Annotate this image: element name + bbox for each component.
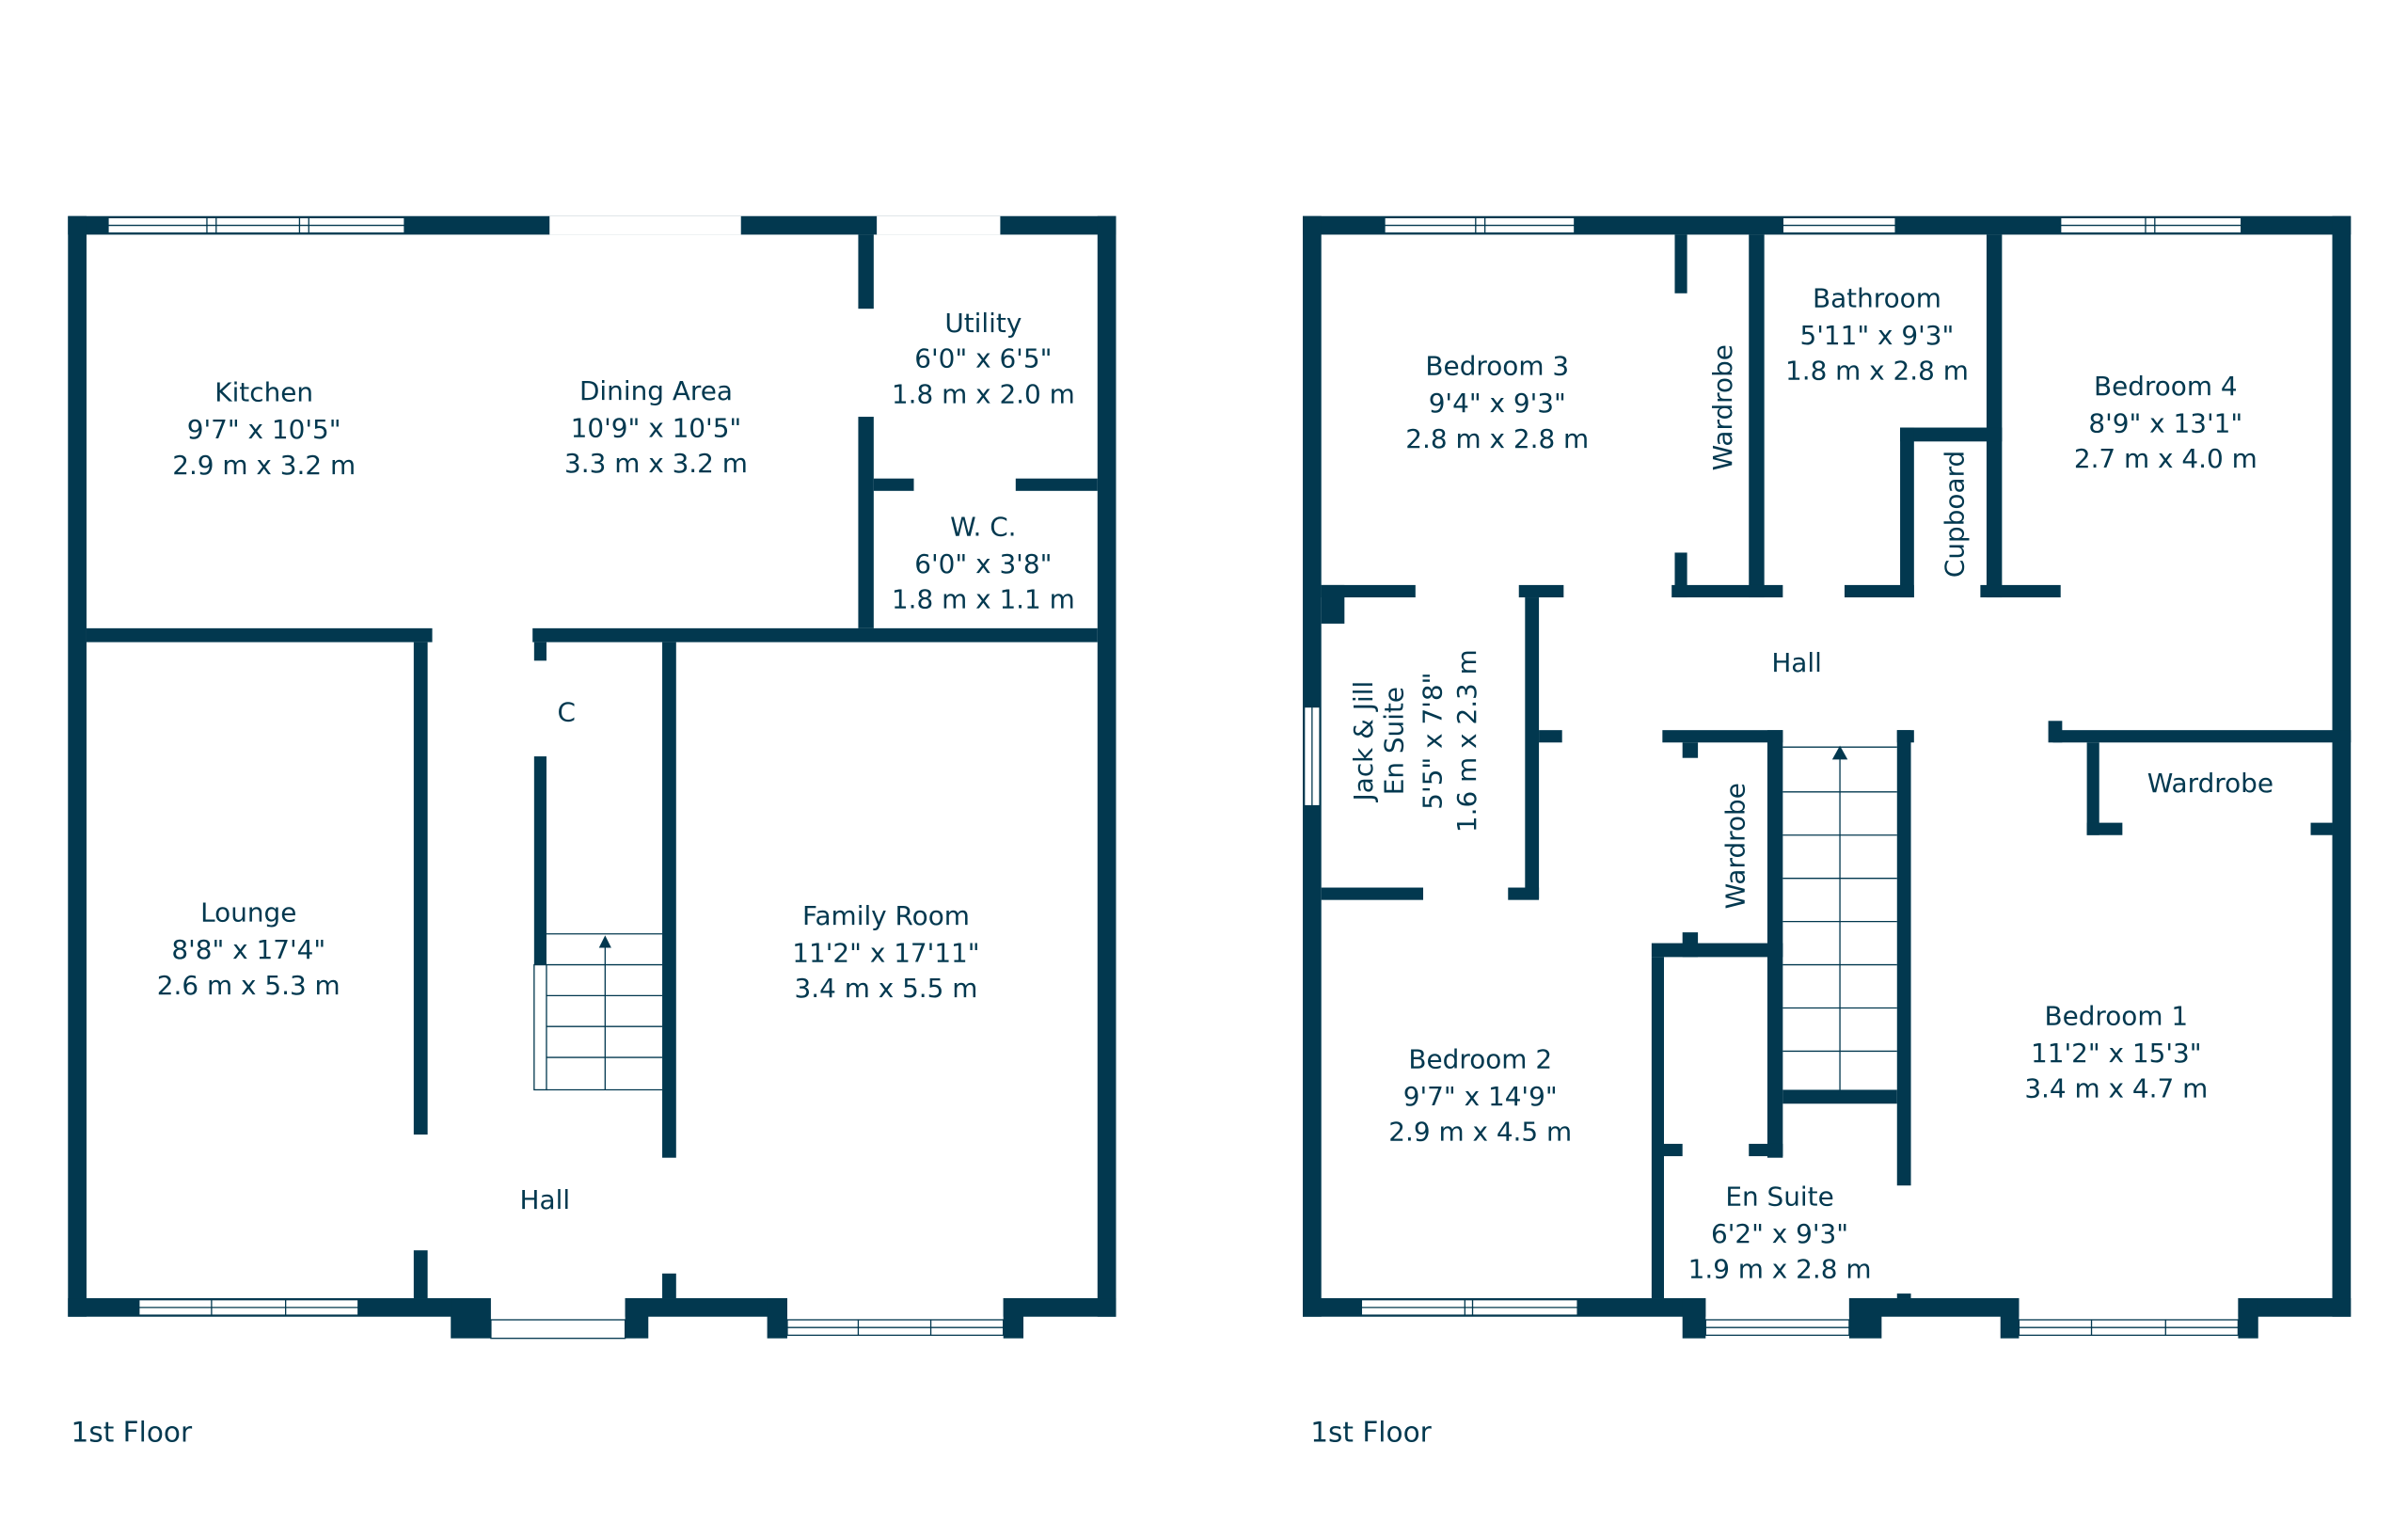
- svg-text:En Suite: En Suite: [1725, 1182, 1833, 1213]
- upper-floor-plan: Bedroom 3 9'4" x 9'3" 2.8 m x 2.8 m Bath…: [1303, 215, 2352, 1449]
- floor-label: 1st Floor: [1310, 1417, 1432, 1449]
- svg-text:5'11" x 9'3": 5'11" x 9'3": [1800, 320, 1955, 351]
- window: [2060, 216, 2242, 234]
- svg-text:3.4 m x 5.5 m: 3.4 m x 5.5 m: [795, 973, 978, 1004]
- room-lounge: Lounge 8'8" x 17'4" 2.6 m x 5.3 m: [157, 897, 341, 1001]
- svg-text:Lounge: Lounge: [200, 897, 296, 928]
- svg-text:10'9" x 10'5": 10'9" x 10'5": [571, 412, 742, 443]
- window: [1360, 1299, 1578, 1316]
- floor-label: 1st Floor: [71, 1417, 193, 1449]
- svg-text:Bathroom: Bathroom: [1813, 283, 1941, 314]
- staircase: [1782, 745, 1897, 1090]
- room-wc: W. C. 6'0" x 3'8" 1.8 m x 1.1 m: [892, 511, 1075, 614]
- room-cupboard: Cupboard: [1939, 451, 1970, 578]
- svg-text:1.6 m x 2.3 m: 1.6 m x 2.3 m: [1451, 649, 1482, 833]
- room-bedroom-1: Bedroom 1 11'2" x 15'3" 3.4 m x 4.7 m: [2024, 1001, 2208, 1104]
- room-utility: Utility 6'0" x 6'5" 1.8 m x 2.0 m: [892, 308, 1075, 409]
- svg-text:3.3 m x 3.2 m: 3.3 m x 3.2 m: [564, 448, 748, 479]
- svg-text:Dining Area: Dining Area: [579, 375, 733, 406]
- svg-text:Bedroom 1: Bedroom 1: [2044, 1001, 2188, 1032]
- svg-text:3.4 m x 4.7 m: 3.4 m x 4.7 m: [2024, 1073, 2208, 1104]
- room-bedroom-4: Bedroom 4 8'9" x 13'1" 2.7 m x 4.0 m: [2074, 371, 2258, 474]
- room-wardrobe-bedroom-1: Wardrobe: [2147, 768, 2273, 799]
- room-bathroom: Bathroom 5'11" x 9'3" 1.8 m x 2.8 m: [1785, 283, 1969, 387]
- window: [1704, 1319, 1850, 1337]
- ground-floor-plan: Kitchen 9'7" x 10'5" 2.9 m x 3.2 m Dinin…: [68, 215, 1117, 1449]
- svg-text:2.9 m x 4.5 m: 2.9 m x 4.5 m: [1388, 1117, 1572, 1148]
- svg-text:9'7" x 10'5": 9'7" x 10'5": [187, 414, 341, 445]
- window: [2018, 1319, 2240, 1337]
- svg-text:2.9 m x 3.2 m: 2.9 m x 3.2 m: [172, 450, 356, 481]
- room-hall: Hall: [520, 1184, 571, 1215]
- svg-text:9'7" x 14'9": 9'7" x 14'9": [1403, 1081, 1558, 1112]
- svg-text:2.6 m x 5.3 m: 2.6 m x 5.3 m: [157, 970, 341, 1001]
- svg-text:9'4" x 9'3": 9'4" x 9'3": [1429, 388, 1566, 419]
- svg-text:11'2" x 15'3": 11'2" x 15'3": [2031, 1038, 2202, 1069]
- room-bedroom-3: Bedroom 3 9'4" x 9'3" 2.8 m x 2.8 m: [1405, 351, 1589, 454]
- svg-text:Kitchen: Kitchen: [214, 377, 313, 408]
- room-dining-area: Dining Area 10'9" x 10'5" 3.3 m x 3.2 m: [564, 375, 748, 479]
- svg-text:6'0" x 6'5": 6'0" x 6'5": [914, 343, 1052, 374]
- window: [1304, 706, 1321, 807]
- svg-text:W. C.: W. C.: [950, 511, 1016, 542]
- svg-text:Bedroom 4: Bedroom 4: [2094, 371, 2238, 402]
- window: [138, 1299, 359, 1316]
- svg-text:1.8 m x 2.0 m: 1.8 m x 2.0 m: [892, 378, 1075, 409]
- svg-text:Family Room: Family Room: [802, 900, 970, 931]
- svg-text:1.8 m x 2.8 m: 1.8 m x 2.8 m: [1785, 356, 1969, 387]
- window: [786, 1319, 1005, 1337]
- room-bedroom-2: Bedroom 2 9'7" x 14'9" 2.9 m x 4.5 m: [1388, 1044, 1572, 1148]
- room-wardrobe-bedroom-2: Wardrobe: [1719, 783, 1751, 909]
- window: [107, 216, 405, 234]
- room-hall: Hall: [1771, 647, 1822, 678]
- room-cupboard: C: [558, 696, 576, 727]
- svg-text:6'2" x 9'3": 6'2" x 9'3": [1711, 1218, 1848, 1249]
- svg-text:Utility: Utility: [944, 308, 1022, 339]
- room-wardrobe-bedroom-3: Wardrobe: [1707, 344, 1738, 470]
- window: [1384, 216, 1576, 234]
- svg-text:2.7 m x 4.0 m: 2.7 m x 4.0 m: [2074, 443, 2258, 474]
- svg-text:En Suite: En Suite: [1379, 687, 1410, 795]
- svg-text:5'5" x 7'8": 5'5" x 7'8": [1418, 673, 1449, 810]
- room-family-room: Family Room 11'2" x 17'11" 3.4 m x 5.5 m: [792, 900, 979, 1004]
- room-jack-and-jill-en-suite: Jack & Jill En Suite 5'5" x 7'8" 1.6 m x…: [1348, 649, 1482, 833]
- svg-text:Bedroom 3: Bedroom 3: [1425, 351, 1569, 382]
- svg-text:8'9" x 13'1": 8'9" x 13'1": [2088, 407, 2242, 438]
- svg-text:1.8 m x 1.1 m: 1.8 m x 1.1 m: [892, 584, 1075, 615]
- staircase: [533, 933, 663, 1091]
- svg-text:Jack & Jill: Jack & Jill: [1348, 681, 1379, 803]
- room-kitchen: Kitchen 9'7" x 10'5" 2.9 m x 3.2 m: [172, 377, 356, 481]
- window: [1782, 216, 1896, 234]
- svg-text:8'8" x 17'4": 8'8" x 17'4": [171, 934, 325, 965]
- svg-text:Bedroom 2: Bedroom 2: [1408, 1044, 1552, 1075]
- svg-text:11'2" x 17'11": 11'2" x 17'11": [792, 937, 979, 968]
- svg-text:1.9 m x 2.8 m: 1.9 m x 2.8 m: [1688, 1254, 1872, 1285]
- svg-text:6'0" x 3'8": 6'0" x 3'8": [914, 548, 1052, 579]
- room-en-suite: En Suite 6'2" x 9'3" 1.9 m x 2.8 m: [1688, 1182, 1872, 1285]
- svg-text:2.8 m x 2.8 m: 2.8 m x 2.8 m: [1405, 423, 1589, 454]
